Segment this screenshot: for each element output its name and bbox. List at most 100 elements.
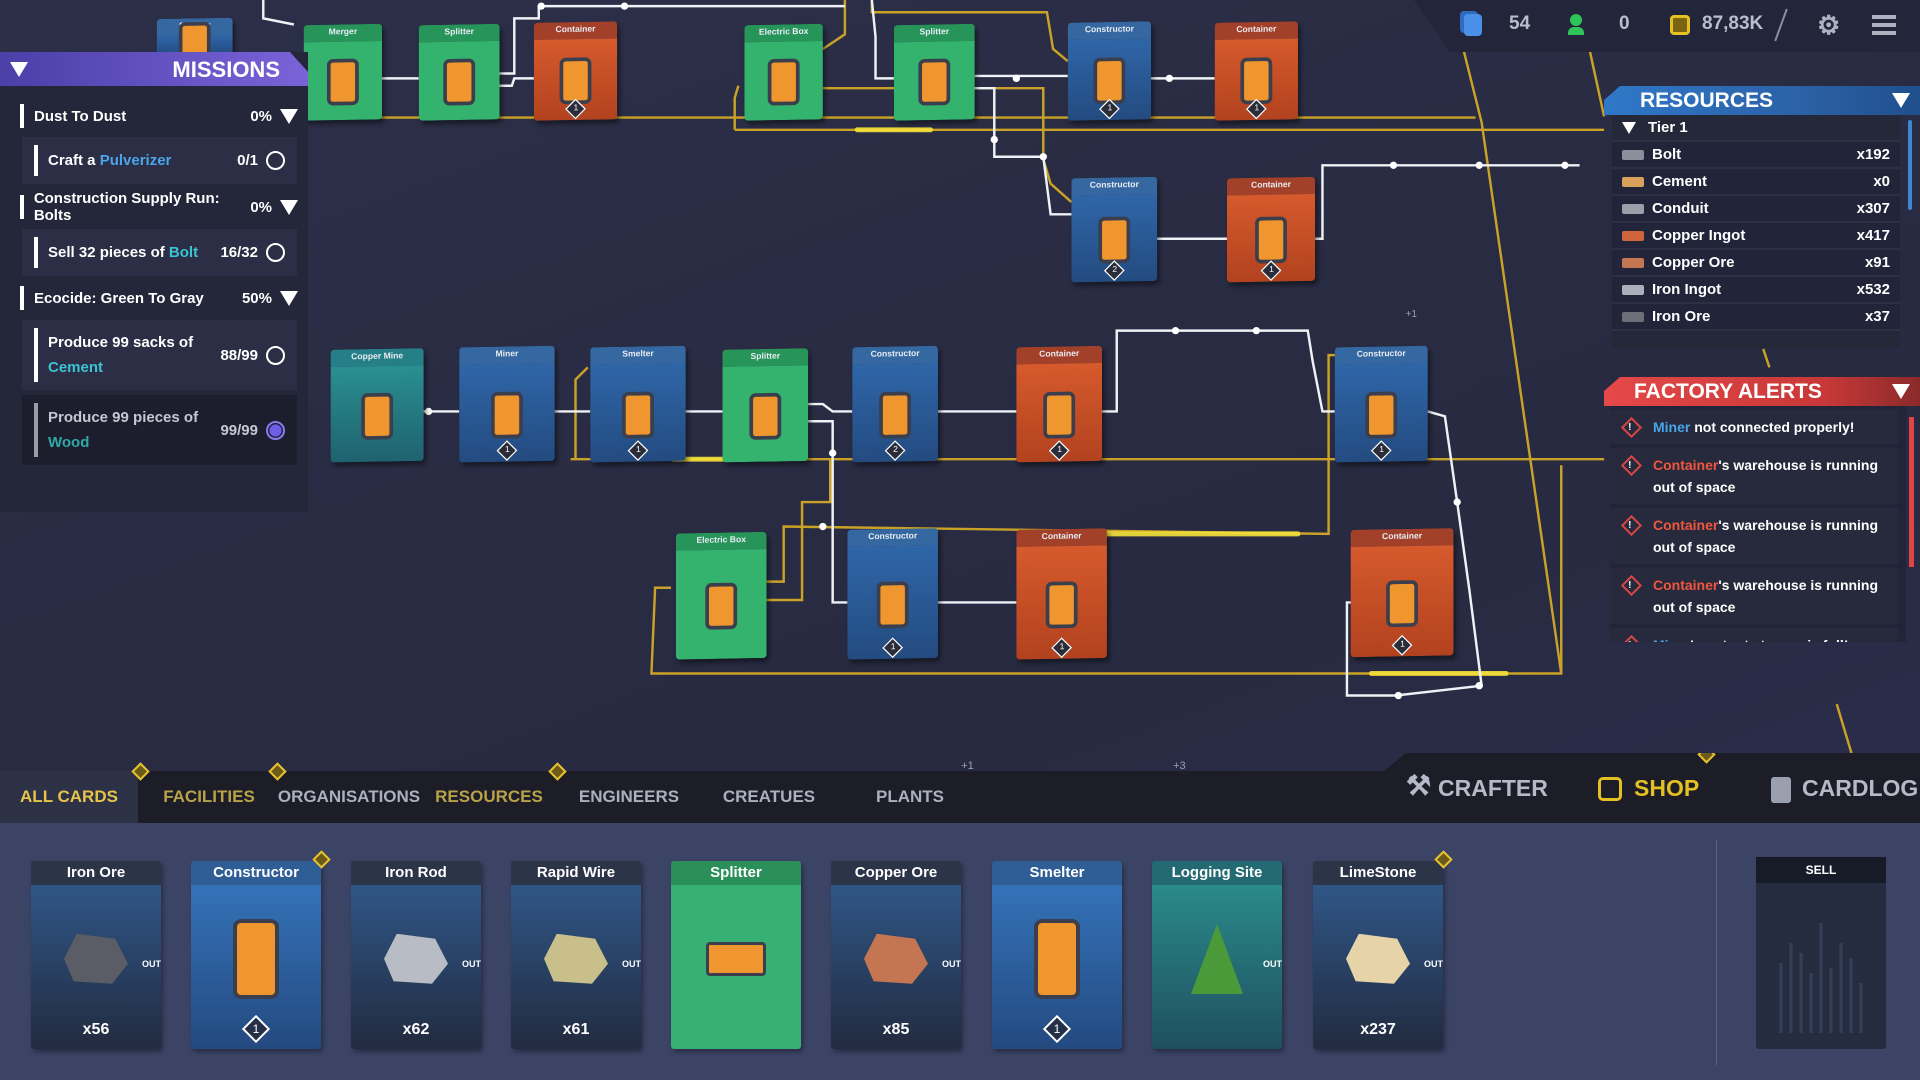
resource-count: x417 bbox=[1856, 227, 1890, 244]
card-art-icon bbox=[64, 933, 128, 984]
shop-icon[interactable] bbox=[1598, 777, 1622, 801]
power-wire bbox=[822, 0, 847, 50]
shop-tab[interactable]: SHOP bbox=[1634, 775, 1700, 801]
tab-organisations[interactable]: ORGANISATIONS bbox=[277, 787, 421, 806]
alert-item[interactable]: !Container's warehouse is running out of… bbox=[1610, 448, 1898, 504]
expand-icon[interactable] bbox=[280, 290, 298, 306]
crafter-icon[interactable]: ⚒ bbox=[1406, 770, 1432, 801]
card-name: Splitter bbox=[671, 861, 801, 885]
cardlog-icon[interactable] bbox=[1771, 777, 1791, 803]
mission-group[interactable]: Construction Supply Run: Bolts 0% bbox=[20, 190, 298, 224]
alert-item[interactable]: !Miner's output storage is full! bbox=[1610, 628, 1898, 642]
factory-node[interactable]: Splitter bbox=[893, 23, 975, 121]
factory-node[interactable]: Electric Box bbox=[744, 23, 823, 121]
factory-node[interactable]: Copper Mine bbox=[330, 348, 424, 463]
sell-slot[interactable]: SELL bbox=[1756, 857, 1886, 1049]
divider bbox=[1716, 840, 1717, 1065]
alert-text: Container's warehouse is running out of … bbox=[1653, 577, 1879, 615]
gear-icon[interactable]: ⚙ bbox=[1817, 10, 1841, 40]
expand-icon[interactable] bbox=[280, 108, 298, 124]
expand-icon[interactable] bbox=[280, 199, 298, 215]
factory-node[interactable]: Electric Box bbox=[675, 531, 767, 660]
tab-creatues[interactable]: CREATUES bbox=[722, 787, 816, 806]
alert-item[interactable]: !Container's warehouse is running out of… bbox=[1610, 508, 1898, 564]
tab-resources[interactable]: RESOURCES bbox=[435, 787, 543, 806]
resource-icon bbox=[1622, 230, 1644, 241]
expand-icon[interactable] bbox=[1622, 121, 1636, 134]
conveyor-wire bbox=[808, 420, 848, 604]
menu-icon[interactable] bbox=[1872, 15, 1896, 35]
crafter-tab[interactable]: CRAFTER bbox=[1438, 775, 1548, 801]
mission-group[interactable]: Ecocide: Green To Gray 50% bbox=[20, 282, 298, 314]
scrollbar[interactable] bbox=[1908, 120, 1912, 210]
mission-task[interactable]: Craft a Pulverizer 0/1 bbox=[22, 137, 297, 184]
sell-chart-decoration bbox=[1779, 923, 1863, 1033]
mission-group[interactable]: Dust To Dust 0% bbox=[20, 100, 298, 132]
resource-count: x91 bbox=[1864, 254, 1890, 271]
alert-item[interactable]: !Miner not connected properly! bbox=[1610, 410, 1898, 444]
machine-icon bbox=[361, 392, 394, 440]
alerts-header[interactable]: FACTORY ALERTS bbox=[1604, 377, 1920, 406]
missions-panel: MISSIONS Dust To Dust 0% Craft a Pulveri… bbox=[0, 52, 308, 512]
alerts-list[interactable]: !Miner not connected properly! !Container… bbox=[1610, 406, 1906, 642]
tab-all-cards[interactable]: ALL CARDS bbox=[0, 771, 138, 823]
card-art-icon bbox=[706, 941, 766, 976]
card-name: Rapid Wire bbox=[511, 861, 641, 885]
card-splitter[interactable]: Splitter bbox=[671, 861, 801, 1049]
output-port-label: OUT bbox=[622, 959, 641, 969]
right-nav-tabs: ⚒ CRAFTER SHOP CARDLOG bbox=[1384, 753, 1920, 823]
resources-header[interactable]: RESOURCES bbox=[1604, 86, 1920, 115]
task-status-icon bbox=[266, 151, 285, 170]
alert-item[interactable]: !Container's warehouse is running out of… bbox=[1610, 568, 1898, 624]
cardlog-tab[interactable]: CARDLOG bbox=[1802, 775, 1919, 801]
tab-plants[interactable]: PLANTS bbox=[876, 787, 944, 806]
collapse-icon[interactable] bbox=[1892, 384, 1910, 399]
factory-node[interactable]: Smelter bbox=[156, 17, 233, 56]
tab-facilities[interactable]: FACILITIES bbox=[163, 787, 255, 806]
factory-node[interactable]: Splitter bbox=[418, 23, 500, 121]
node-label: Container bbox=[1016, 528, 1107, 547]
scrollbar[interactable] bbox=[1909, 417, 1914, 567]
output-port-label: OUT bbox=[1263, 959, 1282, 969]
tab-engineers[interactable]: ENGINEERS bbox=[578, 787, 680, 806]
collapse-icon[interactable] bbox=[1892, 93, 1910, 108]
mission-task[interactable]: Sell 32 pieces of Bolt 16/32 bbox=[22, 229, 297, 276]
missions-header[interactable]: MISSIONS bbox=[0, 52, 308, 86]
factory-node[interactable]: Splitter bbox=[722, 348, 809, 463]
collapse-icon[interactable] bbox=[10, 62, 28, 77]
node-label: Container bbox=[1350, 528, 1454, 548]
tier-header[interactable]: Tier 1 bbox=[1612, 115, 1900, 142]
factory-node[interactable]: Merger bbox=[303, 23, 383, 121]
